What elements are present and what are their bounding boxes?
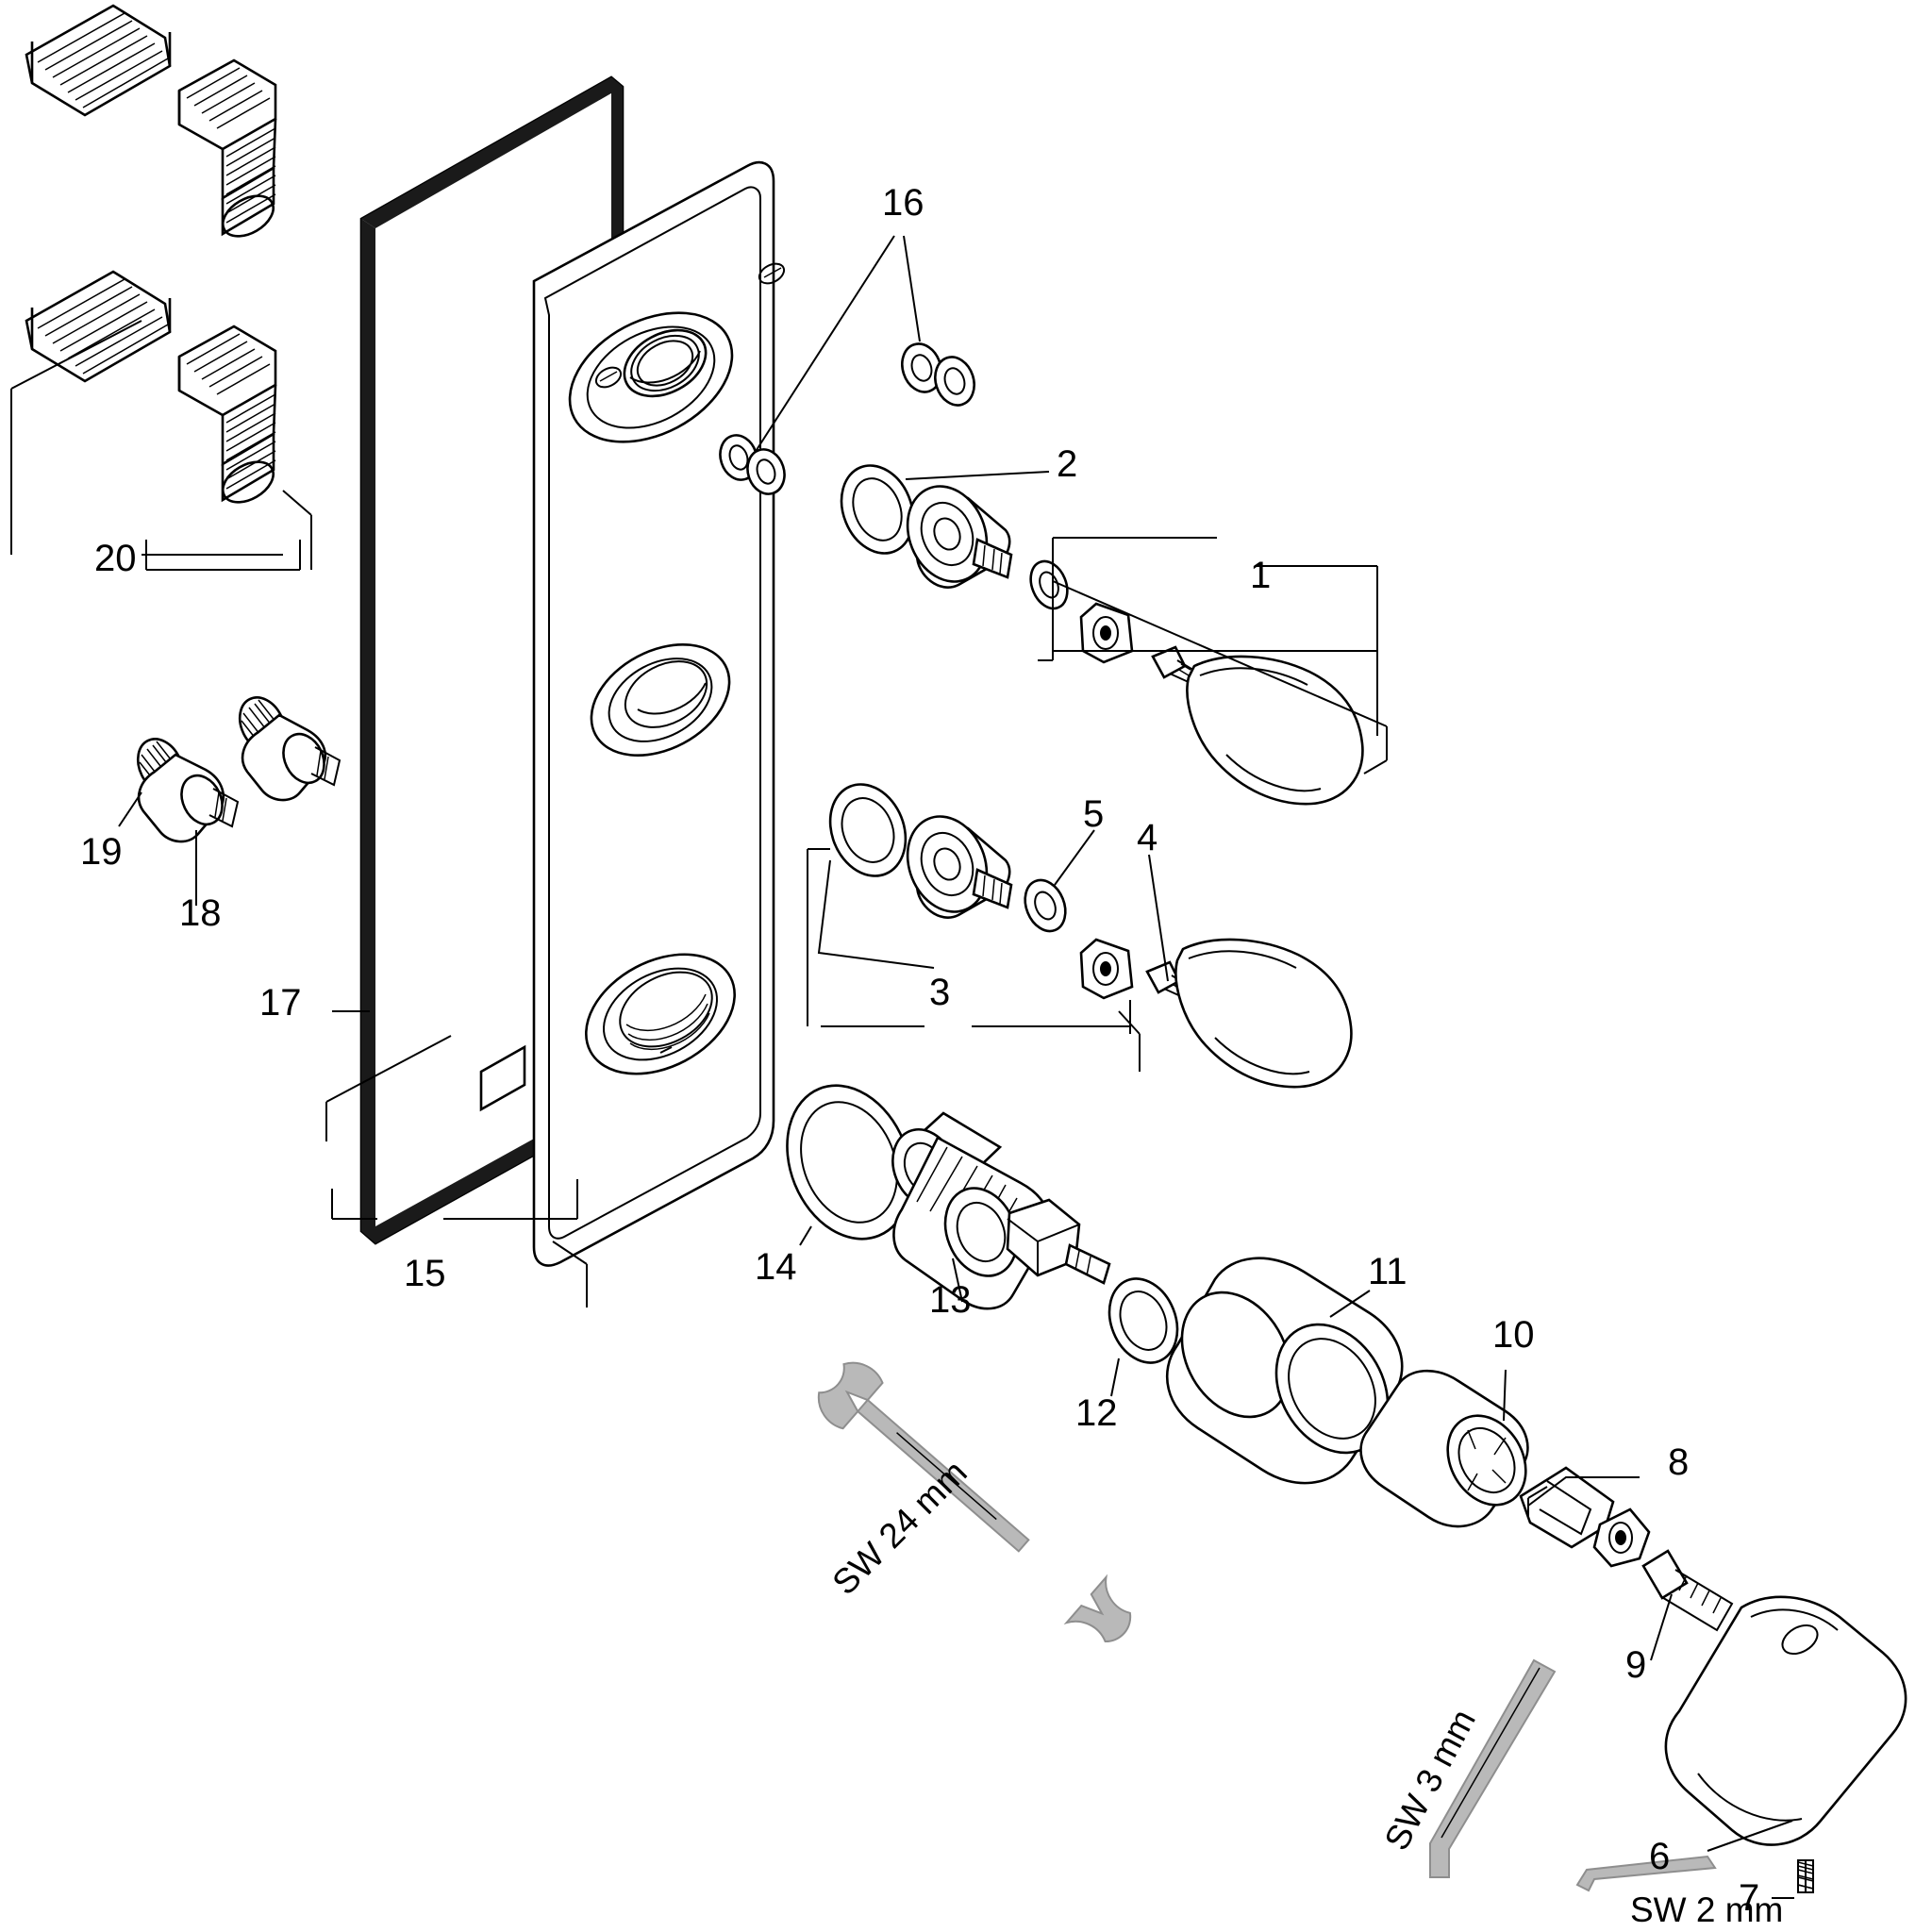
part-18-19-check-valves	[118, 696, 341, 906]
part-10-adapter	[1359, 1369, 1529, 1528]
tool-hexkey-2mm	[1575, 1855, 1717, 1892]
callout-3: 3	[929, 972, 951, 1013]
tool-wrench-24mm	[817, 1361, 1132, 1643]
callout-17: 17	[259, 982, 302, 1024]
part-2-oring-upper	[840, 464, 1050, 555]
part-13-thermostatic-cartridge	[891, 1111, 1111, 1310]
tool-hexkey-3mm	[1429, 1658, 1557, 1878]
callout-5: 5	[1083, 793, 1105, 835]
part-9-screw	[1641, 1549, 1734, 1661]
part-20-extensions	[10, 4, 312, 571]
callout-11: 11	[1368, 1251, 1407, 1292]
part-8-spindle	[1519, 1466, 1651, 1568]
part-15-escutcheon	[325, 160, 786, 1307]
callout-10: 10	[1492, 1314, 1535, 1356]
callout-13: 13	[929, 1279, 972, 1321]
callout-6: 6	[1649, 1836, 1671, 1877]
tool-label-sw2: SW 2 mm	[1630, 1890, 1784, 1929]
part-16-seals	[754, 235, 975, 454]
callout-12: 12	[1075, 1392, 1118, 1434]
callout-19: 19	[80, 831, 123, 873]
part-4-5-handle-lower	[807, 815, 1353, 1089]
part-7-set-screw	[1772, 1859, 1814, 1899]
part-6-cap-handle	[1664, 1595, 1907, 1852]
callout-20: 20	[94, 538, 137, 579]
callout-2: 2	[1057, 443, 1078, 485]
callout-9: 9	[1625, 1644, 1647, 1686]
callout-15: 15	[404, 1253, 446, 1294]
part-3-oring-lower	[817, 783, 935, 969]
callout-1: 1	[1250, 555, 1272, 596]
callout-18: 18	[179, 892, 222, 934]
callout-16: 16	[882, 182, 924, 224]
callout-14: 14	[755, 1246, 797, 1288]
callout-4: 4	[1137, 817, 1158, 858]
part-1-handle-upper	[906, 485, 1388, 806]
callout-8: 8	[1668, 1441, 1690, 1483]
part-12-oring	[1108, 1277, 1179, 1397]
callout-7: 7	[1739, 1877, 1760, 1919]
part-11-sleeve	[1165, 1257, 1404, 1485]
